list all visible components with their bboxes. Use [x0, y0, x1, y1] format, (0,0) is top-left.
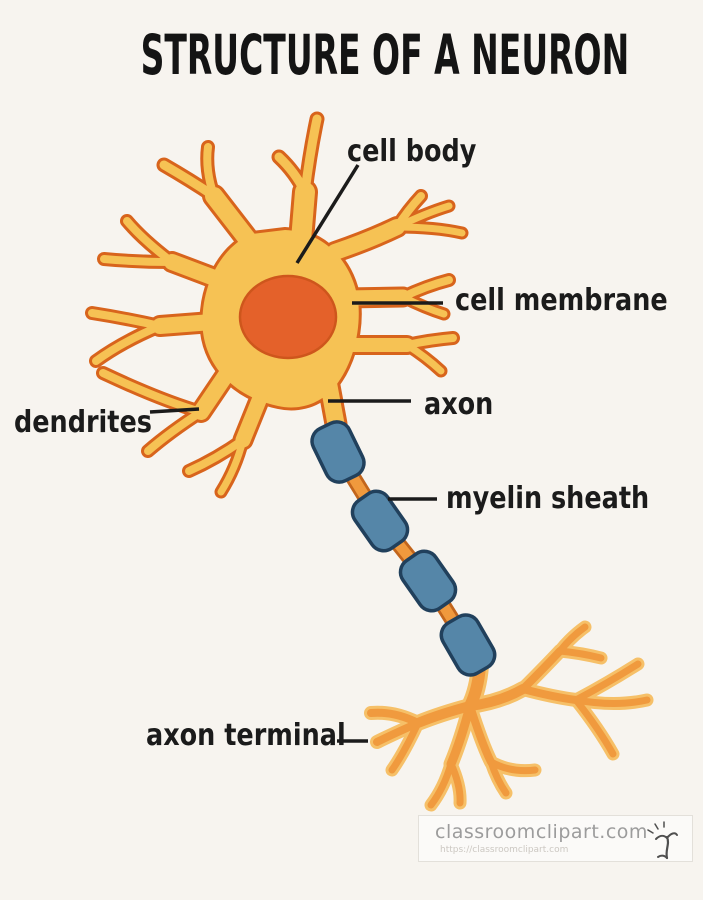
axon-terminal-branch [447, 760, 464, 807]
dendrite-branch [399, 293, 448, 318]
dendrite-branch [205, 187, 271, 267]
axon-terminal-branch [572, 696, 651, 707]
dendrite-branch [203, 143, 218, 200]
dendrite-branch [393, 223, 466, 237]
axon-terminal-branch [519, 685, 580, 704]
label-dendrites: dendrites [14, 405, 152, 440]
axon-terminal-branch [519, 647, 564, 693]
dendrite-branch [164, 254, 233, 290]
dendrite-branch [403, 341, 445, 375]
dendrite-branch [290, 182, 315, 262]
axon-terminal-branch [572, 696, 617, 758]
axon-terminal-branch [388, 719, 422, 774]
label-cell-membrane: cell membrane [455, 283, 668, 318]
neuron-body-layer [88, 114, 651, 809]
pointer-line-dendrites [149, 407, 200, 414]
dendrite-branch [100, 255, 176, 266]
myelin-segment [398, 549, 458, 613]
dendrite-branch [235, 390, 268, 448]
nucleus [238, 274, 338, 360]
axon-terminal-branch [466, 702, 495, 766]
dendrite-branch [217, 436, 247, 496]
watermark-box: classroomclipart.com https://classroomcl… [418, 815, 693, 862]
watermark-site: classroomclipart.com [435, 821, 648, 843]
axon-terminal-branch [556, 647, 605, 662]
dendrite-branch [337, 289, 411, 306]
dendrite-branch [193, 364, 236, 420]
myelin-segment [350, 489, 410, 553]
label-myelin-sheath: myelin sheath [446, 481, 650, 516]
axon-terminal-branch [465, 684, 528, 711]
page-title: STRUCTURE OF A NEURON [140, 23, 630, 87]
dendrite-branch [144, 408, 205, 455]
dendrite-branch [327, 219, 405, 260]
myelin-segment [310, 420, 366, 484]
dendrite-branch [92, 322, 164, 365]
myelin-segment [439, 613, 497, 677]
pointer-lines [149, 164, 443, 743]
dendrite-branch [152, 314, 220, 334]
watermark-url: https://classroomclipart.com [440, 845, 569, 855]
dendrite-branch [185, 436, 247, 475]
dendrite-branch [300, 114, 322, 197]
label-cell-body: cell body [347, 134, 477, 169]
dendrite-branch [123, 217, 176, 266]
axon-terminal-branch [572, 660, 642, 704]
axon-terminal-branch [487, 758, 539, 775]
pointer-line-cell-body [295, 164, 360, 264]
label-axon-terminal: axon terminal [146, 718, 346, 753]
label-axon: axon [424, 387, 494, 422]
classroomclipart-logo-icon [647, 821, 678, 860]
axon-hillock [320, 377, 345, 433]
